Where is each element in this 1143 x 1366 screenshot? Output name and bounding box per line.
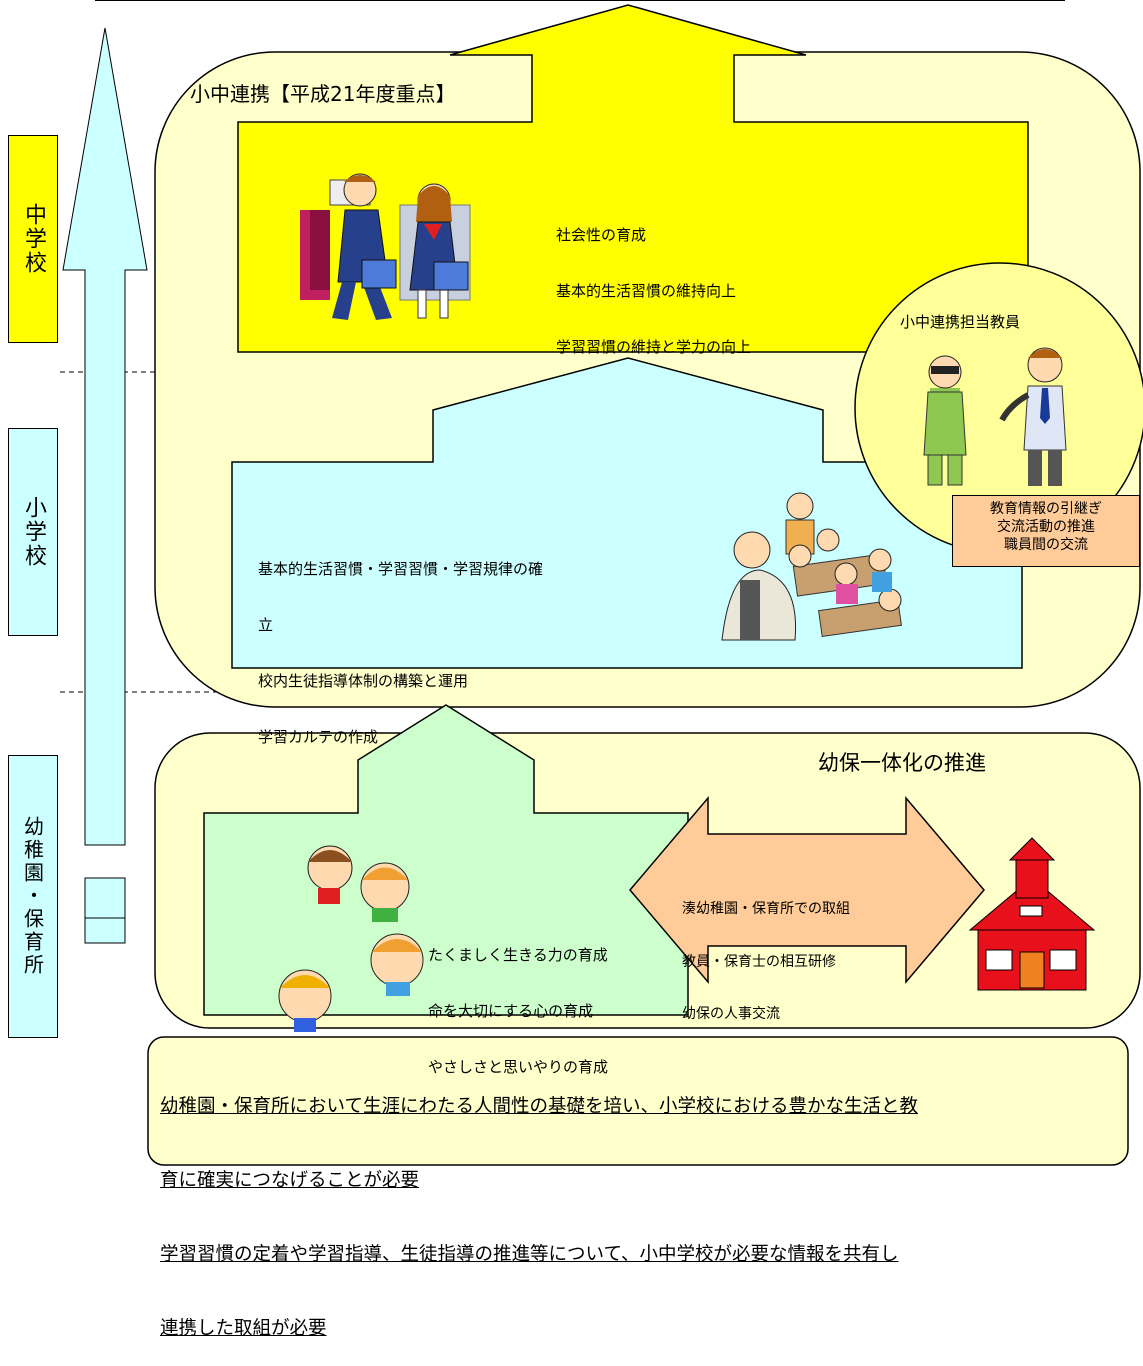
task-item: 交流活動の推進 <box>997 519 1095 536</box>
goal-item: 社会性の育成 <box>556 225 647 244</box>
growth-arrow-segment <box>84 877 126 921</box>
school-building-icon <box>968 837 1096 991</box>
needs-line: 学習習慣の定着や学習指導、生徒指導の推進等について、小中学校が必要な情報を共有し <box>160 1243 899 1265</box>
needs-box <box>147 1036 1129 1166</box>
needs-line: 育に確実につなげることが必要 <box>160 1169 420 1191</box>
goal-item: やさしさと思いやりの育成 <box>428 1058 609 1076</box>
integration-title: 幼保一体化の推進 <box>818 751 986 775</box>
teachers-icon <box>923 347 1067 486</box>
student-pair-icon <box>300 173 471 320</box>
children-icon <box>278 845 424 1032</box>
liaison-tasks-box: 教育情報の引継ぎ 交流活動の推進 職員間の交流 <box>952 495 1140 567</box>
cooperation-title: 小中連携【平成21年度重点】 <box>190 82 456 106</box>
task-item: 職員間の交流 <box>1004 537 1088 554</box>
goal-item: 立 <box>258 615 274 634</box>
joint-actions: 湊幼稚園・保育所での取組 教員・保育士の相互研修 幼保の人事交流 <box>682 866 850 1041</box>
growth-arrow <box>62 27 148 846</box>
goal-item: 学習習慣の維持と学力の向上 <box>556 338 752 356</box>
task-item: 教育情報の引継ぎ <box>990 501 1102 517</box>
goal-item: 基本的生活習慣・学習習慣・学習規律の確 <box>258 559 544 578</box>
action-item: 教員・保育士の相互研修 <box>682 953 836 970</box>
action-item: 幼保の人事交流 <box>682 1006 780 1022</box>
goal-item: 命を大切にする心の育成 <box>428 1001 594 1020</box>
mutual-exchange-arrow <box>629 795 985 985</box>
goal-item: たくましく生きる力の育成 <box>428 945 608 964</box>
goal-item: 校内生徒指導体制の構築と運用 <box>258 672 469 690</box>
level-middle-school: 中学校 <box>8 135 58 343</box>
goal-item: 学習カルテの作成 <box>258 728 379 747</box>
needs-line: 幼稚園・保育所において生涯にわたる人間性の基礎を培い、小学校における豊かな生活と… <box>160 1096 918 1118</box>
level-preschool: 幼稚園・保育所 <box>8 755 58 1038</box>
elementary-school-goals: 基本的生活習慣・学習習慣・学習規律の確 立 校内生徒指導体制の構築と運用 学習カ… <box>258 522 543 766</box>
growth-arrow-segment <box>84 917 126 944</box>
goal-item: 基本的生活習慣の維持向上 <box>556 281 737 300</box>
level-elementary-school: 小学校 <box>8 428 58 636</box>
liaison-teacher-label: 小中連携担当教員 <box>900 313 1021 331</box>
needs-line: 連携した取組が必要 <box>160 1317 327 1339</box>
classroom-icon <box>721 492 902 641</box>
middle-school-goals: 社会性の育成 基本的生活習慣の維持向上 学習習慣の維持と学力の向上 <box>556 188 751 376</box>
needs-text: 幼稚園・保育所において生涯にわたる人間性の基礎を培い、小学校における豊かな生活と… <box>160 1046 918 1366</box>
flow-diagram <box>60 0 1143 1166</box>
action-item: 湊幼稚園・保育所での取組 <box>682 901 850 917</box>
preschool-goals: たくましく生きる力の育成 命を大切にする心の育成 やさしさと思いやりの育成 <box>428 908 608 1096</box>
